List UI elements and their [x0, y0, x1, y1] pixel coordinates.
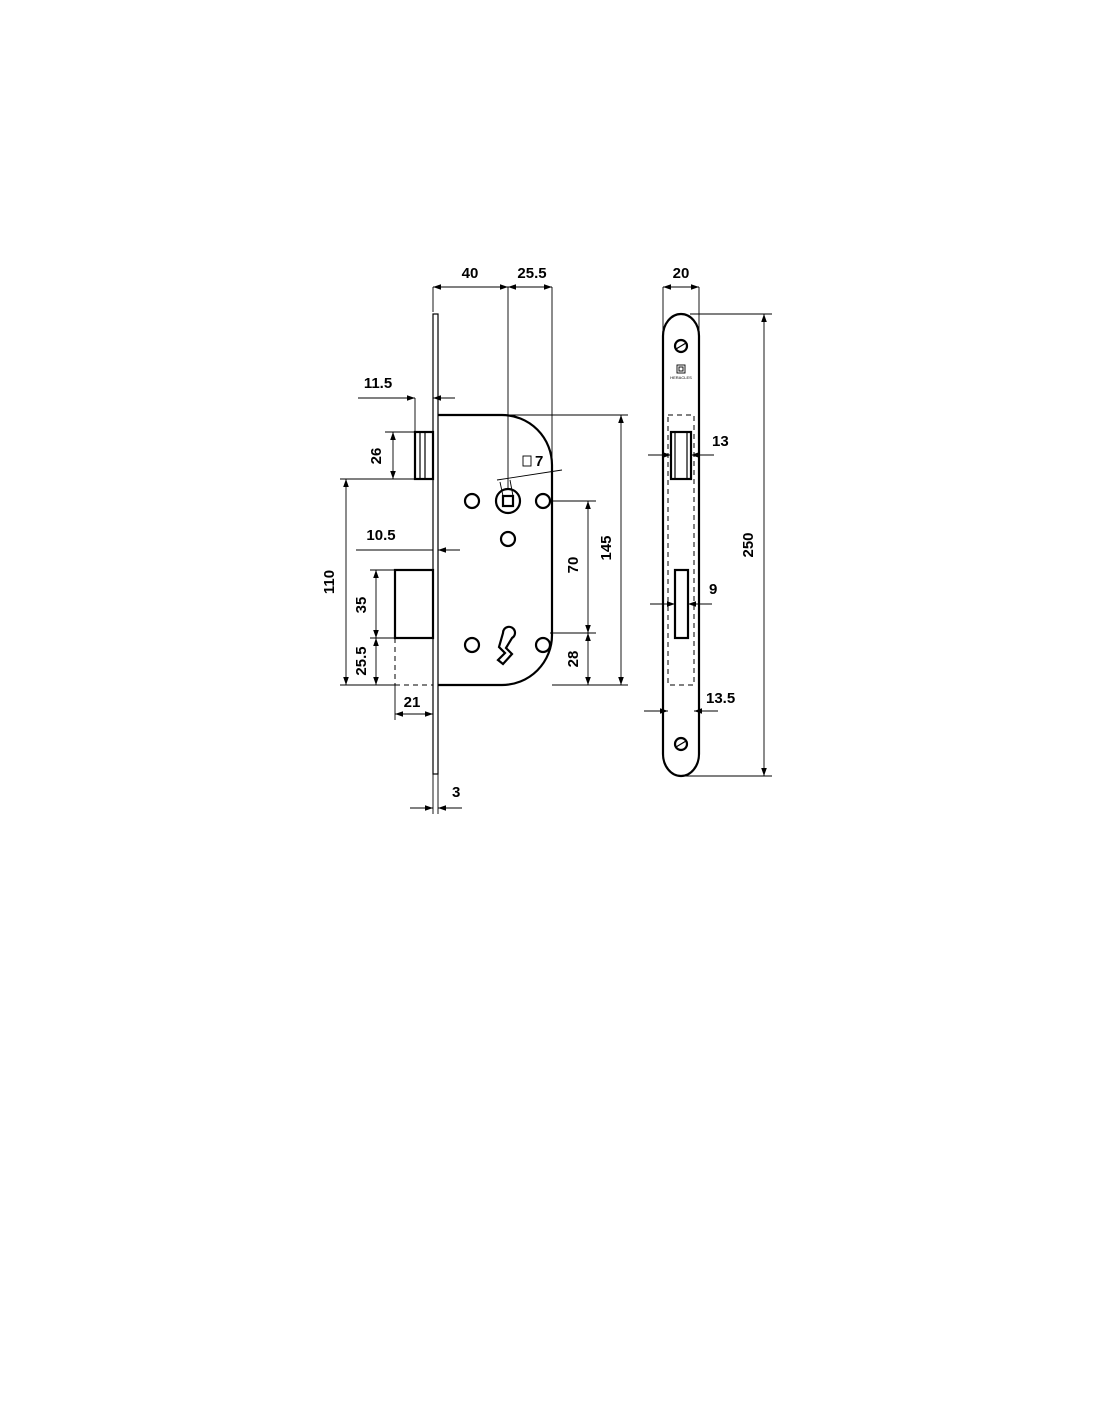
top-screw: [673, 338, 689, 354]
dim-faceplate-length: 250: [740, 532, 757, 557]
latch-bolt: [413, 430, 435, 481]
screw-hole-middle: [499, 530, 517, 548]
dim-bolt-depth: 21: [404, 694, 421, 711]
dim-deadbolt-projection: 10.5: [366, 527, 395, 544]
dim-spindle-distance: 70: [565, 557, 582, 574]
side-view: 40 25.5 11.5 26 7 10.5 110 35: [321, 265, 628, 814]
dim-spindle-offset: 25.5: [517, 265, 546, 282]
brand-text: HERACLES: [670, 375, 692, 380]
case-outline: [667, 414, 695, 686]
latch-opening: [669, 430, 693, 481]
deadbolt-opening: [673, 568, 690, 640]
dim-case-width: 13.5: [706, 690, 735, 707]
deadbolt: [393, 568, 435, 686]
brand-logo: HERACLES: [670, 364, 692, 380]
dim-latch-projection: 11.5: [364, 375, 392, 392]
dim-height-110: 110: [321, 570, 338, 594]
screw-hole-bottom-right: [534, 636, 552, 654]
dim-faceplate-thickness: 3: [452, 784, 460, 801]
dim-latch-width: 13: [712, 433, 729, 450]
dim-deadbolt-width: 9: [709, 581, 717, 598]
front-view: HERACLES 20 13 9 13.5: [644, 265, 772, 778]
dim-lower-28: 28: [565, 651, 582, 668]
dim-lower-25-5: 25.5: [353, 646, 370, 675]
dim-deadbolt-height: 35: [353, 597, 370, 614]
screw-hole-top-left: [463, 492, 481, 510]
faceplate-front: [661, 312, 701, 778]
bottom-screw: [673, 736, 689, 752]
lock-case: [438, 413, 554, 687]
dim-case-height: 145: [598, 535, 615, 560]
screw-hole-top-right: [534, 492, 552, 510]
keyhole: [496, 625, 517, 666]
dim-square-spindle: 7: [535, 453, 543, 470]
dim-latch-height: 26: [368, 448, 385, 465]
screw-hole-bottom-left: [463, 636, 481, 654]
faceplate-side: [432, 313, 439, 775]
dim-backset: 40: [462, 265, 479, 282]
spindle-hub: [494, 487, 522, 515]
dim-faceplate-width: 20: [673, 265, 690, 282]
